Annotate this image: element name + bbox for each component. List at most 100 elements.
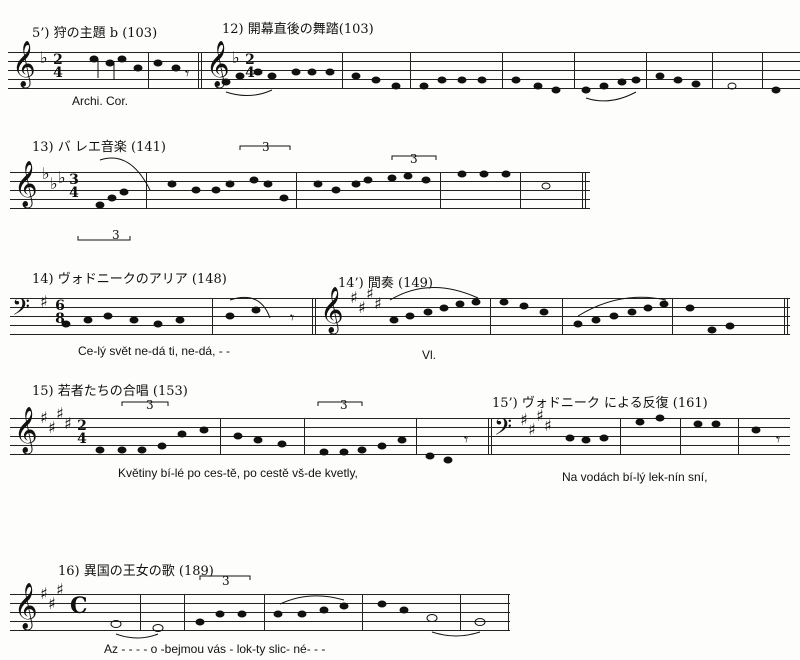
treble-clef-icon: 𝄞 — [12, 41, 36, 87]
caption-15: 15) 若者たちの合唱 (153) — [32, 384, 188, 399]
barline — [680, 418, 681, 455]
double-barline — [312, 298, 316, 335]
rest-icon: 𝄾 — [290, 308, 295, 327]
tuplet-label: 3 — [262, 140, 270, 154]
rest-icon: 𝄾 — [776, 430, 781, 449]
notes-system-5 — [110, 600, 486, 632]
barline — [646, 52, 647, 89]
barline — [362, 594, 363, 631]
barline — [712, 52, 713, 89]
barline — [146, 172, 147, 209]
double-barline — [582, 172, 586, 209]
barline — [520, 172, 521, 209]
caption-12: 12) 開幕直後の舞踏(103) — [222, 22, 374, 37]
barline — [416, 418, 417, 455]
tuplet-label: 3 — [410, 152, 418, 166]
treble-clef-icon: 𝄞 — [320, 287, 344, 333]
barline — [620, 418, 621, 455]
sharp-icon: ♯ — [64, 414, 72, 433]
sharp-icon: ♯ — [374, 294, 382, 313]
notes-system-4 — [95, 414, 761, 464]
sharp-icon: ♯ — [350, 288, 358, 307]
tuplet-label: 3 — [222, 574, 230, 588]
barline — [304, 418, 305, 455]
rest-icon: 𝄾 — [185, 64, 190, 83]
barline — [440, 172, 441, 209]
barline — [562, 298, 563, 335]
barline — [490, 298, 491, 335]
double-barline — [784, 298, 788, 335]
barline — [220, 418, 221, 455]
sharp-icon: ♯ — [40, 408, 48, 427]
lyrics-14p: Vl. — [422, 348, 437, 362]
barline — [184, 594, 185, 631]
sharp-icon: ♯ — [520, 410, 528, 429]
sharp-icon: ♯ — [358, 298, 366, 317]
barline — [574, 52, 575, 89]
treble-clef-icon: 𝄞 — [14, 407, 38, 453]
treble-clef-icon: 𝄞 — [14, 583, 38, 629]
lyrics-14: Ce-lý svět ne-dá ti, ne-dá, - - — [78, 344, 231, 358]
flat-icon: ♭ — [40, 48, 48, 67]
sharp-icon: ♯ — [528, 420, 536, 439]
tuplet-label: 3 — [340, 398, 348, 412]
barline — [672, 298, 673, 335]
treble-clef-icon: 𝄞 — [206, 41, 230, 87]
sharp-icon: ♯ — [536, 406, 544, 425]
bass-clef-icon: 𝄢 — [12, 293, 31, 326]
barline — [264, 594, 265, 631]
barline — [508, 594, 509, 631]
sharp-icon: ♯ — [48, 594, 56, 613]
barline — [140, 594, 141, 631]
sharp-icon: ♯ — [366, 284, 374, 303]
staff-4 — [10, 418, 790, 455]
sharp-icon: ♯ — [544, 416, 552, 435]
lyrics-16: Az - - - - o -bejmou vás - lok-ty slic- … — [104, 642, 326, 656]
staff-2 — [10, 172, 590, 209]
sharp-icon: ♯ — [40, 584, 48, 603]
sharp-icon: ♯ — [56, 580, 64, 599]
caption-14p: 14’) 間奏 (149) — [338, 276, 433, 291]
caption-15p: 15’) ヴォドニーク による反復 (161) — [492, 396, 708, 411]
tuplet-label: 3 — [146, 398, 154, 412]
staff-1 — [8, 52, 800, 89]
double-barline — [488, 418, 492, 455]
sharp-icon: ♯ — [56, 404, 64, 423]
bass-clef-icon: 𝄢 — [494, 413, 513, 446]
flat-icon: ♭ — [232, 48, 240, 67]
barline — [502, 52, 503, 89]
barline — [296, 172, 297, 209]
rest-icon: 𝄾 — [464, 430, 469, 449]
tuplet-label: 3 — [112, 228, 120, 242]
flat-icon: ♭ — [58, 168, 66, 187]
caption-14: 14) ヴォドニークのアリア (148) — [32, 272, 227, 287]
lyrics-15p: Na vodách bí-lý lek-nín sní, — [562, 470, 708, 484]
caption-13: 13) バ レエ音楽 (141) — [32, 140, 166, 155]
caption-16: 16) 異国の王女の歌 (189) — [58, 564, 214, 579]
notes-system-1 — [89, 55, 781, 94]
barline — [410, 52, 411, 89]
lyrics-15: Květiny bí-lé po ces-tě, po cestě vš-de … — [118, 466, 358, 480]
slurs-and-brackets — [77, 89, 667, 639]
barline — [762, 52, 763, 89]
notes-system-2 — [95, 170, 551, 209]
double-barline — [198, 52, 202, 89]
treble-clef-icon: 𝄞 — [14, 161, 38, 207]
lyrics-5p: Archi. Cor. — [72, 94, 129, 108]
caption-5p: 5’) 狩の主題 b (103) — [32, 26, 158, 41]
flat-icon: ♭ — [42, 164, 50, 183]
sharp-icon: ♯ — [48, 418, 56, 437]
barline — [148, 52, 149, 89]
staff-5 — [10, 594, 510, 631]
barline — [738, 418, 739, 455]
barline — [342, 52, 343, 89]
notes-system-3 — [61, 298, 735, 334]
staff-3 — [10, 298, 790, 335]
